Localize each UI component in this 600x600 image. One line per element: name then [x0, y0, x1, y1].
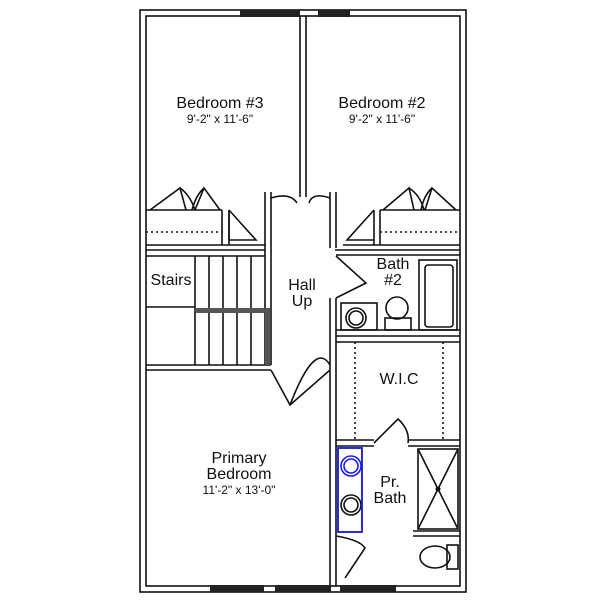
room-bath-2: Bath #2 — [377, 257, 410, 289]
room-wic: W.I.C — [379, 371, 419, 388]
room-note: Up — [291, 293, 313, 310]
room-name: Pr. — [380, 474, 400, 491]
room-bedroom-2: Bedroom #2 9'-2" x 11'-6" — [338, 95, 426, 126]
room-dimensions: 11'-2" x 13'-0" — [202, 483, 276, 497]
room-name: Primary — [211, 450, 267, 467]
room-name: Bedroom #2 — [338, 95, 426, 112]
room-dimensions: 9'-2" x 11'-6" — [348, 112, 416, 126]
room-dimensions: 9'-2" x 11'-6" — [186, 112, 254, 126]
room-bedroom-3: Bedroom #3 9'-2" x 11'-6" — [176, 95, 264, 126]
room-hall: Hall Up — [288, 278, 316, 310]
room-stairs: Stairs — [150, 272, 192, 289]
room-name: Bedroom #3 — [176, 95, 264, 112]
room-number: #2 — [384, 272, 402, 289]
room-name: Hall — [288, 277, 316, 294]
room-primary-bath: Pr. Bath — [374, 475, 407, 507]
room-name-2: Bath — [373, 490, 407, 507]
room-name-2: Bedroom — [206, 466, 272, 483]
room-name: Bath — [376, 256, 410, 273]
room-primary-bedroom: Primary Bedroom 11'-2" x 13'-0" — [202, 450, 276, 497]
